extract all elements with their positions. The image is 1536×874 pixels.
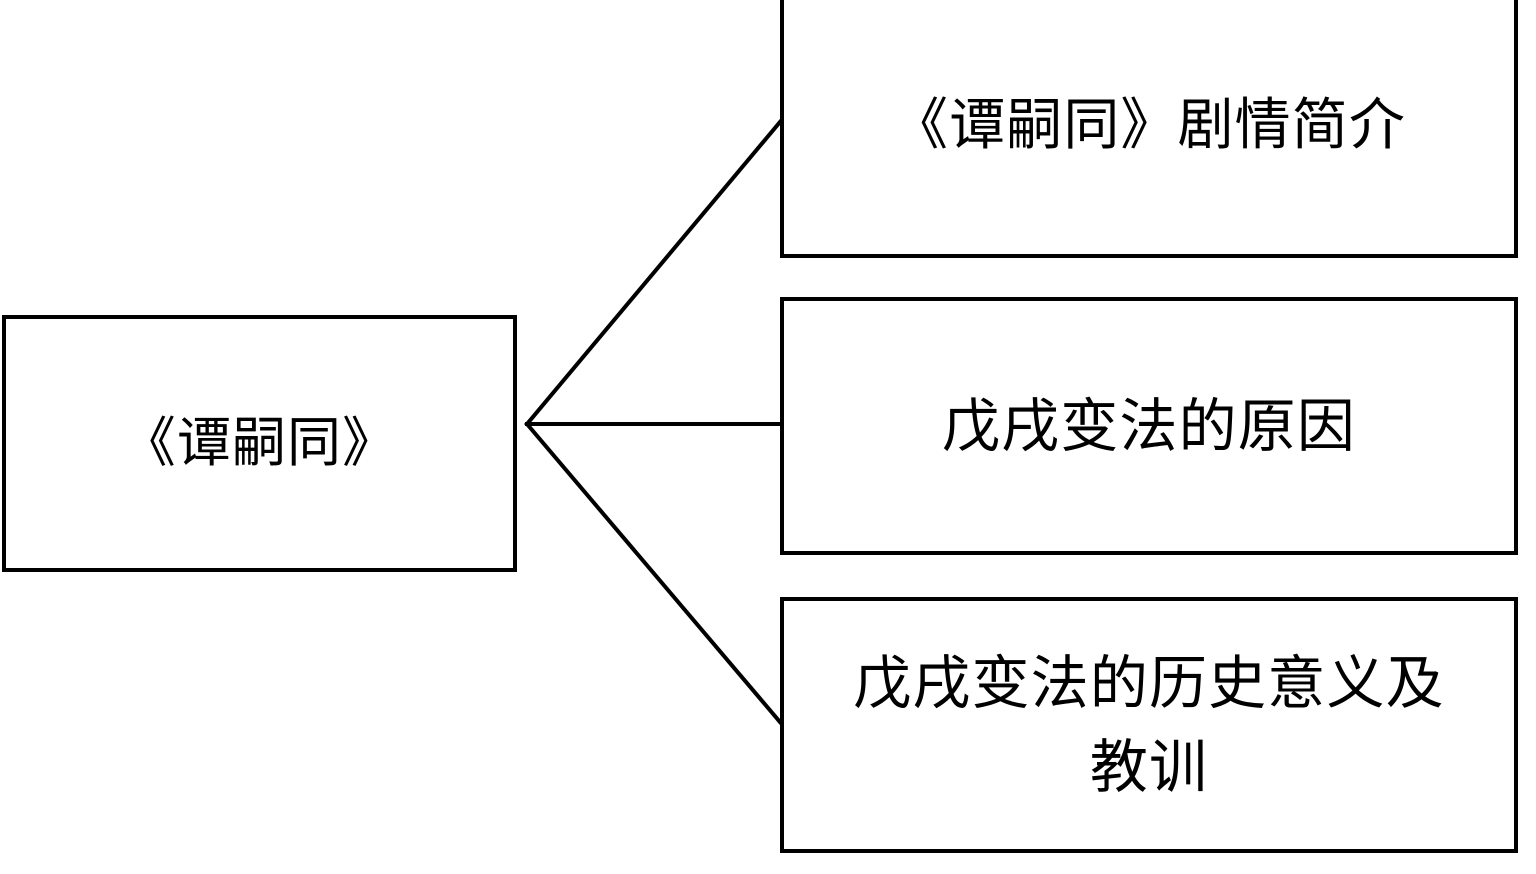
root-node-label: 《谭嗣同》	[121, 411, 398, 475]
branch-node-reform-significance-label: 戊戌变法的历史意义及 教训	[853, 648, 1445, 801]
branch-node-reform-significance[interactable]: 戊戌变法的历史意义及 教训	[780, 597, 1518, 853]
branch-node-reform-causes-label: 戊戌变法的原因	[941, 391, 1357, 460]
branch-node-plot-summary-label: 《谭嗣同》剧情简介	[891, 93, 1407, 159]
branch-node-reform-causes[interactable]: 戊戌变法的原因	[780, 297, 1518, 555]
connector-line-to-branch-2	[524, 421, 783, 725]
branch-node-plot-summary[interactable]: 《谭嗣同》剧情简介	[780, 0, 1518, 258]
root-node[interactable]: 《谭嗣同》	[2, 315, 517, 572]
connector-line-to-branch-0	[524, 119, 783, 427]
